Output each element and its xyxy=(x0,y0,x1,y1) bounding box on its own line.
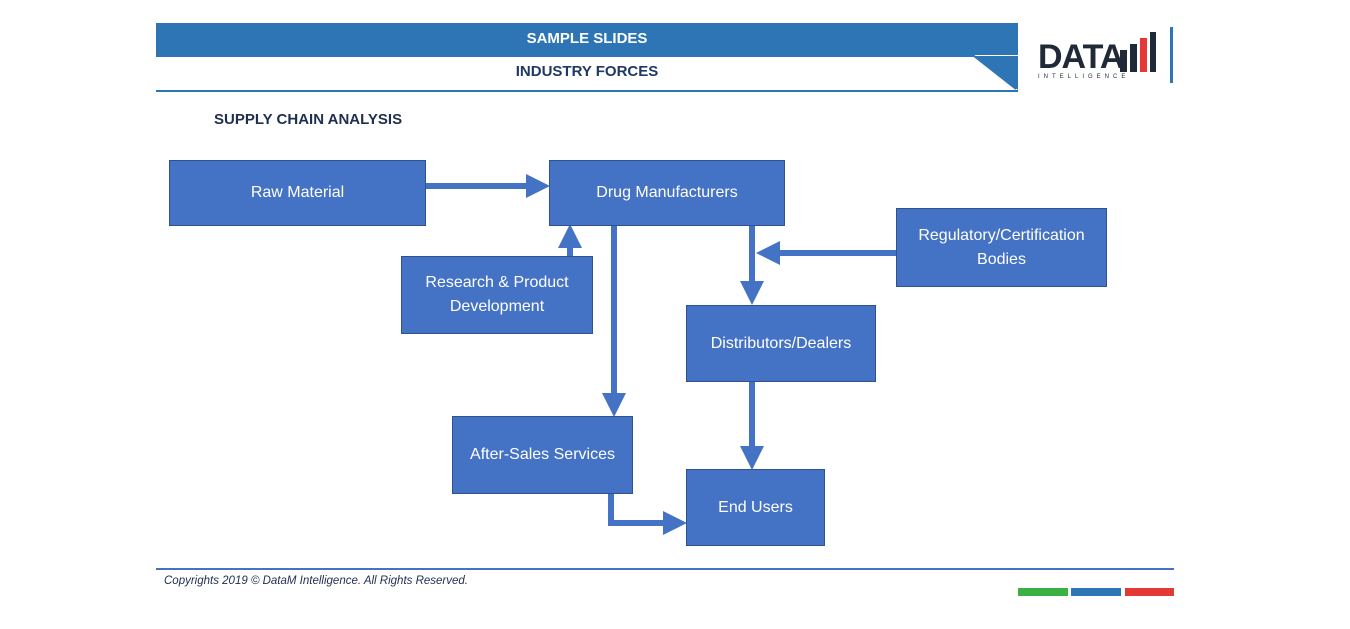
header-subbar xyxy=(156,55,1018,90)
arrow-aftersales-to-endusers xyxy=(608,492,687,535)
logo-word: DATA xyxy=(1038,38,1124,76)
logo-bars-icon xyxy=(1120,32,1156,72)
header-title: SAMPLE SLIDES xyxy=(526,30,648,47)
node-raw-material-label: Raw Material xyxy=(250,184,345,201)
node-drug-manufacturers: Drug Manufacturers xyxy=(549,160,785,226)
node-distributors-label: Distributors/Dealers xyxy=(710,334,852,352)
node-end-users: End Users xyxy=(686,469,825,546)
header-subtitle: INDUSTRY FORCES xyxy=(515,63,659,80)
footer-strip-red xyxy=(1125,588,1174,596)
section-title: SUPPLY CHAIN ANALYSIS xyxy=(214,111,403,128)
node-end-users-label: End Users xyxy=(718,498,793,516)
node-research-label: Research & Product Development xyxy=(425,274,569,315)
footer-strip-blue xyxy=(1071,588,1121,596)
footer-strip-green xyxy=(1018,588,1068,596)
node-research: Research & Product Development xyxy=(401,256,593,334)
footer-divider xyxy=(156,568,1174,570)
company-logo: DATA INTELLIGENCE xyxy=(1036,26,1161,86)
node-regulatory-label: Regulatory/Certification Bodies xyxy=(918,226,1085,268)
node-after-sales-label: After-Sales Services xyxy=(470,446,615,463)
node-distributors: Distributors/Dealers xyxy=(686,305,876,382)
node-drug-manufacturers-label: Drug Manufacturers xyxy=(596,184,738,201)
header-banner xyxy=(156,23,1018,55)
logo-tagline: INTELLIGENCE xyxy=(1038,74,1130,80)
logo-divider xyxy=(1170,27,1173,83)
node-after-sales: After-Sales Services xyxy=(452,416,633,494)
node-raw-material: Raw Material xyxy=(169,160,426,226)
node-regulatory: Regulatory/Certification Bodies xyxy=(896,208,1107,287)
footer-copyright: Copyrights 2019 © DataM Intelligence. Al… xyxy=(164,575,468,587)
header-divider xyxy=(156,90,1018,92)
